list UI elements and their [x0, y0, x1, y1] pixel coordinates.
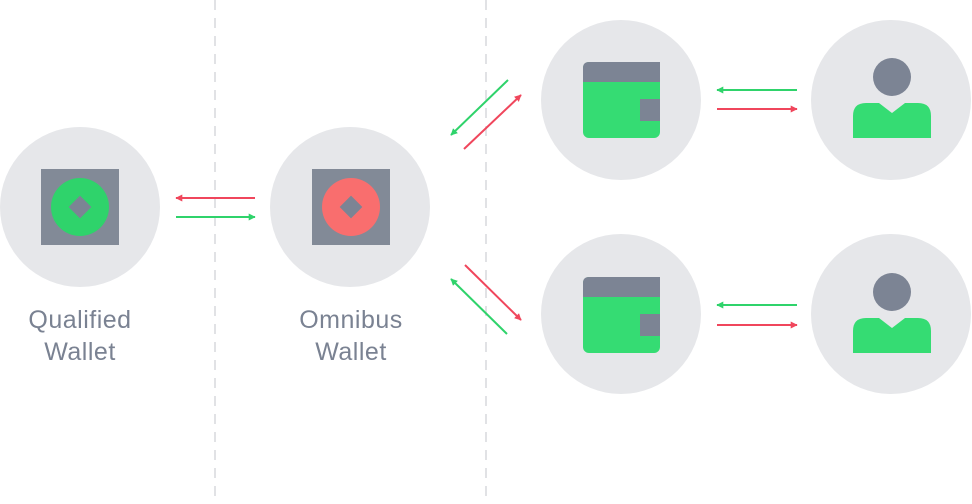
safe-icon — [41, 169, 119, 245]
qualified-label-line1: Qualified — [28, 306, 132, 334]
user-icon — [853, 58, 931, 138]
qualified-wallet-label: Qualified Wallet — [0, 304, 180, 368]
user-icon — [853, 273, 931, 353]
omnibus-wallet-node — [270, 127, 430, 287]
omnibus-label-line1: Omnibus — [299, 306, 403, 334]
arrow-wallet-bottom-to-omnibus — [450, 278, 508, 335]
wallet-node-bottom — [541, 234, 701, 394]
wallet-icon — [583, 277, 660, 353]
arrow-omnibus-to-wallet-bottom — [464, 264, 522, 321]
safe-icon — [312, 169, 390, 245]
user-node-top — [811, 20, 971, 180]
omnibus-wallet-label: Omnibus Wallet — [251, 304, 451, 368]
arrow-omnibus-to-wallet-top — [463, 94, 522, 150]
qualified-wallet-node — [0, 127, 160, 287]
qualified-label-line2: Wallet — [44, 338, 116, 366]
omnibus-label-line2: Wallet — [315, 338, 387, 366]
arrow-wallet-top-to-omnibus — [450, 79, 509, 136]
user-node-bottom — [811, 234, 971, 394]
wallet-icon — [583, 62, 660, 138]
wallet-node-top — [541, 20, 701, 180]
